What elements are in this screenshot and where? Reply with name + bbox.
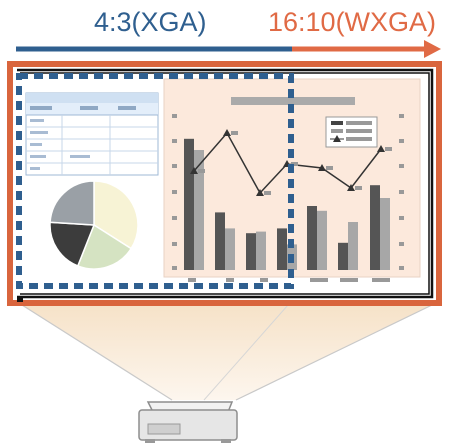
xga-dashed-frame <box>16 73 294 289</box>
y-tick-right <box>399 242 404 246</box>
pie-slice <box>49 221 96 267</box>
y-tick-right <box>399 190 404 194</box>
point-label <box>385 147 392 151</box>
pie-slice <box>76 223 133 270</box>
chart-legend <box>325 116 378 148</box>
bar <box>246 233 256 270</box>
bar <box>184 138 194 270</box>
axis-ticks <box>172 114 404 282</box>
y-tick-left <box>172 266 177 270</box>
table-thumbnail <box>25 92 159 176</box>
point-label <box>291 162 298 166</box>
point-label <box>231 131 238 135</box>
point-label <box>264 191 271 195</box>
bar <box>380 198 390 270</box>
line-point <box>347 184 355 191</box>
y-tick-right <box>399 164 404 168</box>
y-tick-left <box>172 139 177 143</box>
y-tick-right <box>399 114 404 118</box>
pie-slice <box>49 180 95 226</box>
line-point <box>223 129 231 136</box>
pie-chart <box>49 180 139 270</box>
bar <box>348 222 358 270</box>
x-tick <box>226 278 234 282</box>
y-tick-left <box>172 164 177 168</box>
wxga-label: 16:10(WXGA) <box>268 7 437 37</box>
point-label <box>198 169 205 173</box>
x-tick <box>188 278 196 282</box>
y-tick-left <box>172 216 177 220</box>
point-label <box>355 186 362 190</box>
bar <box>225 228 235 270</box>
y-tick-right <box>399 266 404 270</box>
projector-icon <box>138 401 238 443</box>
bar <box>256 231 266 270</box>
bar <box>307 206 317 270</box>
y-tick-right <box>399 216 404 220</box>
x-tick <box>310 278 328 282</box>
bar <box>370 185 380 270</box>
y-tick-left <box>172 190 177 194</box>
point-label <box>326 166 333 170</box>
wxga-arrowhead <box>424 40 441 58</box>
xga-label: 4:3(XGA) <box>94 7 207 37</box>
line-point <box>190 167 198 174</box>
bar <box>194 150 204 270</box>
bar <box>338 242 348 270</box>
bar <box>215 212 225 270</box>
y-tick-right <box>399 139 404 143</box>
line-series <box>190 129 392 196</box>
line-point <box>318 164 326 171</box>
line-point <box>256 189 264 196</box>
x-tick <box>372 278 390 282</box>
x-tick <box>340 278 358 282</box>
y-tick-left <box>172 242 177 246</box>
line-point <box>377 145 385 152</box>
y-tick-left <box>172 114 177 118</box>
projection-beam <box>22 305 432 400</box>
x-tick <box>260 278 268 282</box>
bar <box>317 210 327 270</box>
bar <box>277 228 287 270</box>
chart-title-placeholder <box>231 97 355 105</box>
